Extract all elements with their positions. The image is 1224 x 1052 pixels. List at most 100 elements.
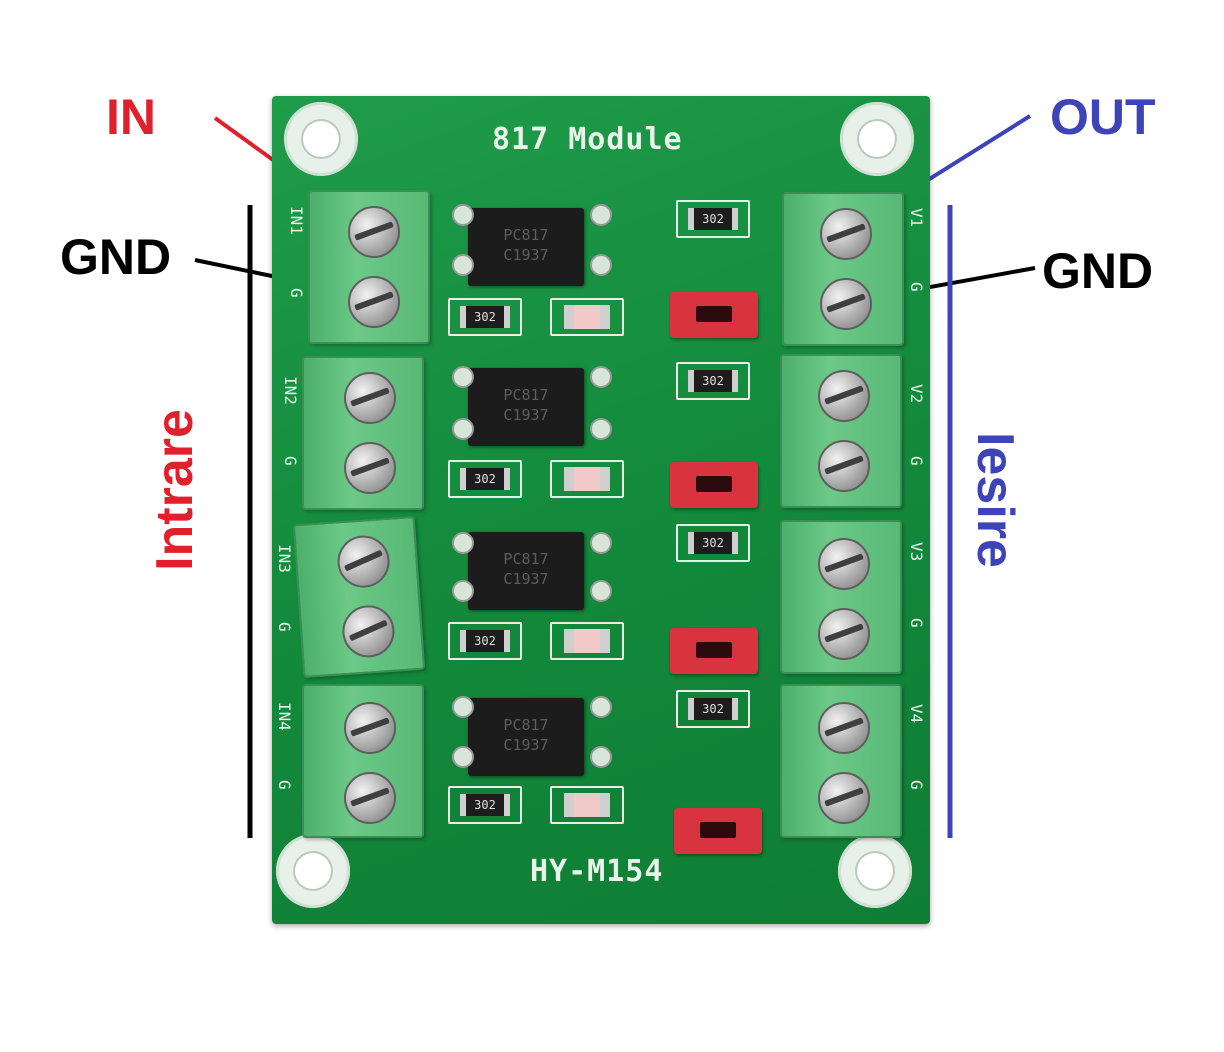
mount-hole-bottom-left [276,834,350,908]
resistor: 302 [688,698,738,720]
pin [452,418,474,440]
pin [590,532,612,554]
mount-hole-top-right [840,102,914,176]
input-terminal-2 [302,356,424,510]
resistor-pad: 302 [676,524,750,562]
pin-label-g: G [275,622,294,632]
pin [452,696,474,718]
screw [818,772,870,824]
opto-marking: C1937 [503,570,549,588]
opto-marking: C1937 [503,246,549,264]
screw [335,533,392,590]
led [564,793,610,817]
opto-marking: PC817 [503,386,549,404]
optocoupler-3: PC817 C1937 [468,532,584,610]
output-terminal-2 [780,354,902,508]
pin [590,204,612,226]
resistor: 302 [688,532,738,554]
screw [348,206,400,258]
screw [820,278,872,330]
pin-label-in2: IN2 [281,376,300,405]
pin [452,746,474,768]
opto-marking: PC817 [503,550,549,568]
resistor-pad: 302 [448,786,522,824]
screw [348,276,400,328]
mount-hole-bottom-right [838,834,912,908]
pin-label-v3: V3 [907,542,926,562]
resistor: 302 [460,630,510,652]
resistor-pad: 302 [448,298,522,336]
pin [590,366,612,388]
screw [818,702,870,754]
out-label: OUT [1050,89,1156,145]
pin-label-in4: IN4 [275,702,294,731]
jumper-2[interactable] [670,462,758,508]
pin-label-g: G [275,780,294,790]
opto-marking: PC817 [503,226,549,244]
pin-label-g: G [287,288,306,298]
screw [818,608,870,660]
board-title: 817 Module [492,122,683,157]
pin-label-g: G [907,282,926,292]
opto-marking: C1937 [503,736,549,754]
output-side-label: Iesire [966,432,1024,568]
jumper-4[interactable] [674,808,762,854]
output-terminal-1 [782,192,904,346]
jumper-3[interactable] [670,628,758,674]
resistor: 302 [460,468,510,490]
gnd-right-label: GND [1042,243,1154,299]
pin-label-in3: IN3 [275,544,294,573]
pin-label-v4: V4 [907,704,926,724]
board-model: HY-M154 [530,854,664,889]
jumper-1[interactable] [670,292,758,338]
screw [344,372,396,424]
input-terminal-4 [302,684,424,838]
led-pad [550,460,624,498]
input-side-label: Intrare [146,409,204,571]
screw [820,208,872,260]
output-terminal-4 [780,684,902,838]
pin-label-g: G [281,456,300,466]
screw [818,370,870,422]
output-terminal-3 [780,520,902,674]
resistor: 302 [460,306,510,328]
pin [590,580,612,602]
opto-marking: PC817 [503,716,549,734]
pin [452,366,474,388]
pin [452,204,474,226]
pin [452,532,474,554]
screw [344,442,396,494]
screw [344,702,396,754]
pin [452,254,474,276]
gnd-left-label: GND [60,229,172,285]
pin-label-g: G [907,456,926,466]
led-pad [550,786,624,824]
led [564,629,610,653]
resistor-pad: 302 [448,622,522,660]
optocoupler-board: 817 Module HY-M154 PC817 C1937 302 302 P… [272,96,930,924]
pin-label-v2: V2 [907,384,926,404]
screw [340,603,397,660]
optocoupler-4: PC817 C1937 [468,698,584,776]
optocoupler-1: PC817 C1937 [468,208,584,286]
mount-hole-top-left [284,102,358,176]
pin-label-v1: V1 [907,208,926,228]
resistor: 302 [460,794,510,816]
pin [590,746,612,768]
pin [590,418,612,440]
screw [818,538,870,590]
led [564,305,610,329]
resistor-pad: 302 [676,690,750,728]
resistor: 302 [688,208,738,230]
pin [590,254,612,276]
optocoupler-2: PC817 C1937 [468,368,584,446]
opto-marking: C1937 [503,406,549,424]
resistor-pad: 302 [676,200,750,238]
pin [452,580,474,602]
pin [590,696,612,718]
pin-label-g: G [907,780,926,790]
screw [344,772,396,824]
input-terminal-1 [308,190,430,344]
led-pad [550,298,624,336]
resistor-pad: 302 [448,460,522,498]
